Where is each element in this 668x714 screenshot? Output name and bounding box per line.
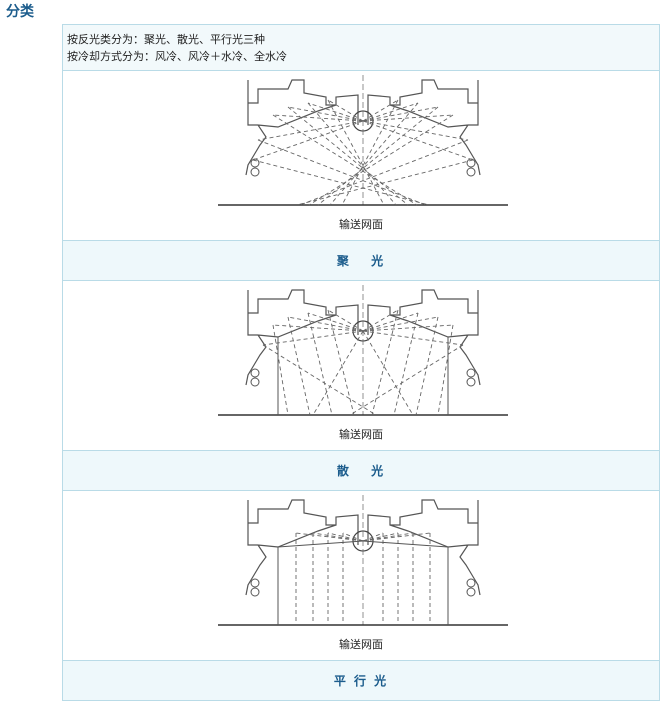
- light-ray: [262, 344, 377, 416]
- light-ray: [362, 114, 454, 122]
- light-ray: [393, 312, 419, 416]
- caption-text: 散 光: [336, 464, 386, 478]
- light-ray: [341, 99, 399, 206]
- light-ray: [362, 330, 414, 416]
- housing-right: [367, 499, 481, 596]
- light-ray: [362, 532, 399, 542]
- bolt-icon: [466, 377, 476, 387]
- housing-right: [367, 289, 481, 386]
- light-ray: [272, 324, 289, 416]
- bolt-icon: [466, 578, 476, 588]
- light-ray: [362, 120, 474, 161]
- scatter-diagram: [218, 285, 508, 416]
- light-ray: [327, 532, 364, 542]
- caption-parallel: 平 行 光: [63, 661, 659, 701]
- light-ray: [308, 114, 454, 206]
- light-ray: [342, 532, 364, 542]
- light-ray: [287, 106, 409, 206]
- light-ray: [252, 120, 364, 161]
- classification-table: 按反光类分为：聚光、散光、平行光三种 按冷却方式分为：风冷、风冷＋水冷、全水冷 …: [62, 24, 660, 701]
- caption-text: 聚 光: [336, 254, 386, 268]
- reflector-housing: [245, 289, 481, 386]
- light-ray: [362, 312, 419, 332]
- light-ray: [349, 344, 464, 416]
- light-ray: [437, 324, 454, 416]
- light-ray: [272, 114, 418, 206]
- light-ray: [287, 316, 311, 416]
- reflector-housing: [245, 79, 481, 176]
- light-ray: [362, 120, 469, 141]
- light-ray: [272, 114, 364, 122]
- light-ray: [329, 102, 419, 206]
- caption-text: 平 行 光: [333, 674, 389, 688]
- caption-converge: 聚 光: [63, 241, 659, 281]
- light-ray: [257, 139, 427, 206]
- light-ray: [362, 324, 454, 332]
- bolt-icon: [250, 368, 260, 378]
- light-ray: [257, 120, 364, 141]
- figure-scatter: 输送网面: [63, 281, 659, 451]
- housing-left: [245, 499, 359, 596]
- bolt-icon: [466, 587, 476, 597]
- light-ray: [307, 102, 397, 206]
- light-ray: [317, 106, 439, 206]
- light-ray: [307, 312, 333, 416]
- light-ray: [307, 312, 364, 332]
- light-ray: [362, 532, 384, 542]
- reflector-housing: [245, 499, 481, 596]
- light-ray: [307, 102, 364, 122]
- cooling-classification-text: 按冷却方式分为：风冷、风冷＋水冷、全水冷: [67, 50, 287, 63]
- bolt-icon: [466, 167, 476, 177]
- light-ray: [252, 159, 430, 206]
- light-ray: [327, 99, 385, 206]
- bolt-icon: [250, 167, 260, 177]
- light-ray: [272, 324, 364, 332]
- light-ray: [287, 106, 364, 122]
- section-title: 分类: [6, 4, 34, 20]
- bolt-icon: [250, 578, 260, 588]
- light-ray: [295, 532, 364, 542]
- net-label: 输送网面: [339, 638, 383, 651]
- light-ray: [362, 330, 464, 346]
- light-ray: [327, 309, 355, 416]
- light-ray: [312, 330, 364, 416]
- reflect-classification-text: 按反光类分为：聚光、散光、平行光三种: [67, 33, 265, 46]
- light-ray: [262, 330, 364, 346]
- light-ray: [415, 316, 439, 416]
- bolt-icon: [250, 377, 260, 387]
- figure-converge: 输送网面: [63, 71, 659, 241]
- beam-boundary: [277, 540, 364, 548]
- converge-diagram: [218, 75, 508, 206]
- light-ray: [296, 159, 474, 206]
- housing-left: [245, 79, 359, 176]
- caption-scatter: 散 光: [63, 451, 659, 491]
- net-label: 输送网面: [339, 428, 383, 441]
- light-ray: [362, 102, 419, 122]
- light-ray: [287, 316, 364, 332]
- light-ray: [299, 139, 469, 206]
- light-ray: [312, 532, 364, 542]
- parallel-diagram: [218, 495, 508, 626]
- beam-boundary: [362, 540, 449, 548]
- net-label: 输送网面: [339, 218, 383, 231]
- light-ray: [362, 106, 439, 122]
- housing-left: [245, 289, 359, 386]
- bolt-icon: [466, 368, 476, 378]
- housing-right: [367, 79, 481, 176]
- bolt-icon: [250, 587, 260, 597]
- light-ray: [362, 532, 431, 542]
- light-ray: [371, 309, 399, 416]
- figure-parallel: 输送网面: [63, 491, 659, 661]
- classification-info: 按反光类分为：聚光、散光、平行光三种 按冷却方式分为：风冷、风冷＋水冷、全水冷: [63, 25, 659, 71]
- light-ray: [362, 316, 439, 332]
